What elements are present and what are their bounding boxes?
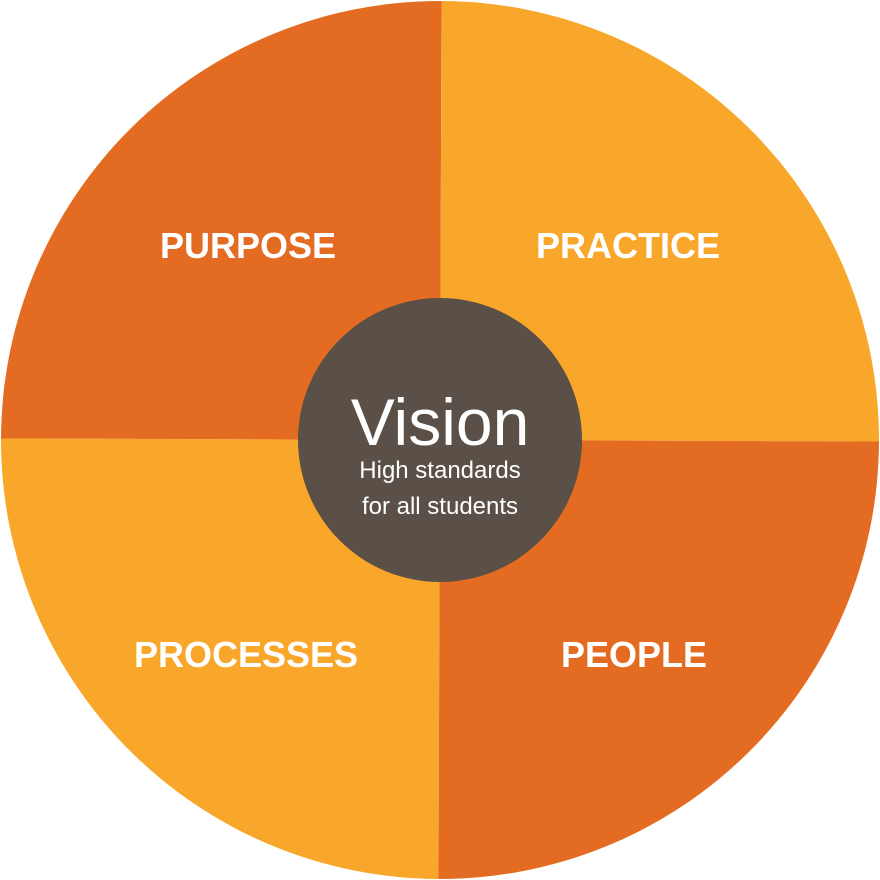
quadrant-label-processes: PROCESSES	[134, 634, 358, 675]
quadrant-people	[438, 440, 879, 880]
quadrant-label-people: PEOPLE	[561, 634, 707, 675]
quadrant-practice	[440, 1, 880, 442]
center-subtitle-line2: for all students	[362, 493, 518, 520]
quadrant-label-purpose: PURPOSE	[160, 225, 336, 266]
center-subtitle-line1: High standards	[359, 457, 520, 484]
quadrant-processes	[0, 438, 441, 879]
quadrant-purpose	[1, 0, 442, 441]
center-title: Vision	[351, 385, 530, 459]
quadrant-label-practice: PRACTICE	[536, 225, 720, 266]
center-vision-circle	[298, 298, 582, 582]
